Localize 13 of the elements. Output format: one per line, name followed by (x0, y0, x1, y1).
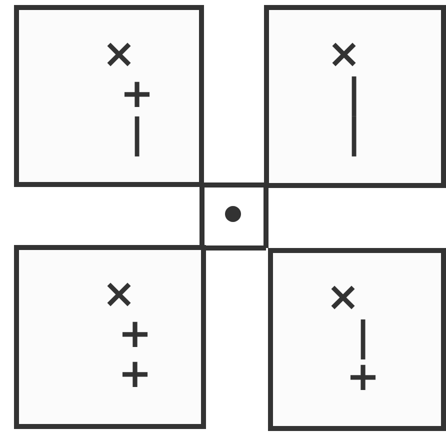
sign-symbol: + (117, 355, 153, 393)
sign-symbol: + (119, 75, 155, 113)
sign-symbol: × (101, 275, 137, 313)
square-box (14, 245, 206, 429)
square-box (14, 5, 204, 187)
square-box (264, 5, 446, 188)
sign-symbol: + (345, 358, 381, 396)
dot (225, 206, 241, 222)
square-box (268, 248, 446, 431)
sign-symbol: × (325, 278, 360, 316)
sign-symbol: + (117, 315, 153, 353)
sign-symbol: × (101, 35, 137, 73)
sign-symbol: × (326, 35, 362, 73)
